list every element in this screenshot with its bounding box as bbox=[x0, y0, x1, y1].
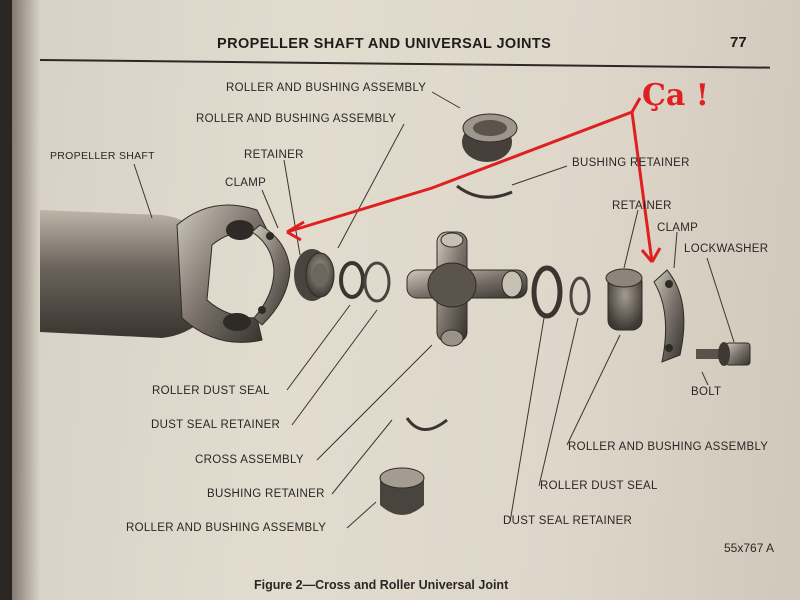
label-lockwasher: LOCKWASHER bbox=[684, 243, 769, 255]
label-roller-bushing-top2: ROLLER AND BUSHING ASSEMBLY bbox=[196, 113, 397, 125]
label-roller-dust-seal-right: ROLLER DUST SEAL bbox=[540, 480, 658, 492]
dust-seal-left-part bbox=[339, 261, 365, 299]
label-retainer-left: RETAINER bbox=[244, 149, 304, 161]
roller-bushing-left-part bbox=[294, 249, 335, 301]
label-bushing-retainer-top: BUSHING RETAINER bbox=[572, 157, 690, 169]
page-number: 77 bbox=[730, 34, 747, 51]
label-roller-dust-seal-left: ROLLER DUST SEAL bbox=[152, 385, 270, 397]
label-clamp-right: CLAMP bbox=[657, 222, 699, 234]
label-dust-seal-retainer-right: DUST SEAL RETAINER bbox=[503, 515, 633, 527]
seal-retainer-left-part bbox=[363, 261, 391, 303]
seal-retainer-right-part bbox=[569, 276, 591, 316]
clamp-right-part bbox=[653, 269, 685, 363]
handwritten-annotation: Ça ! bbox=[642, 78, 709, 113]
book-page: PROPELLER SHAFT AND UNIVERSAL JOINTS 77 bbox=[12, 0, 800, 600]
roller-bushing-bottom-part bbox=[379, 467, 425, 515]
label-cross-assembly: CROSS ASSEMBLY bbox=[195, 454, 304, 466]
propeller-shaft-part bbox=[40, 204, 268, 343]
clamp-left-part bbox=[251, 224, 291, 326]
figure-number: 55x767 A bbox=[724, 541, 775, 555]
label-bolt: BOLT bbox=[691, 386, 722, 398]
leader-lines bbox=[133, 91, 735, 529]
bushing-retainer-bottom-part bbox=[405, 417, 448, 431]
universal-joint-illustration bbox=[40, 91, 751, 529]
label-bushing-retainer-bottom: BUSHING RETAINER bbox=[207, 488, 325, 500]
roller-bushing-right-part bbox=[605, 268, 643, 331]
figure-caption: Figure 2—Cross and Roller Universal Join… bbox=[254, 578, 509, 592]
label-retainer-right: RETAINER bbox=[612, 200, 672, 212]
dust-seal-right-part bbox=[531, 265, 563, 319]
label-roller-bushing-right: ROLLER AND BUSHING ASSEMBLY bbox=[568, 441, 769, 453]
roller-bushing-top-part bbox=[462, 113, 518, 162]
label-propeller-shaft: PROPELLER SHAFT bbox=[50, 150, 155, 162]
label-clamp-left: CLAMP bbox=[225, 177, 267, 189]
red-annotation-arrows bbox=[286, 97, 662, 263]
bushing-retainer-top-part bbox=[456, 184, 513, 199]
page-gutter-shadow bbox=[12, 0, 40, 600]
label-roller-bushing-top1: ROLLER AND BUSHING ASSEMBLY bbox=[226, 82, 427, 94]
cross-assembly-part bbox=[406, 231, 528, 347]
label-roller-bushing-bottom: ROLLER AND BUSHING ASSEMBLY bbox=[126, 522, 327, 534]
label-dust-seal-retainer-left: DUST SEAL RETAINER bbox=[151, 419, 281, 431]
bolt-part bbox=[696, 342, 751, 366]
page-header-title: PROPELLER SHAFT AND UNIVERSAL JOINTS bbox=[217, 36, 552, 52]
